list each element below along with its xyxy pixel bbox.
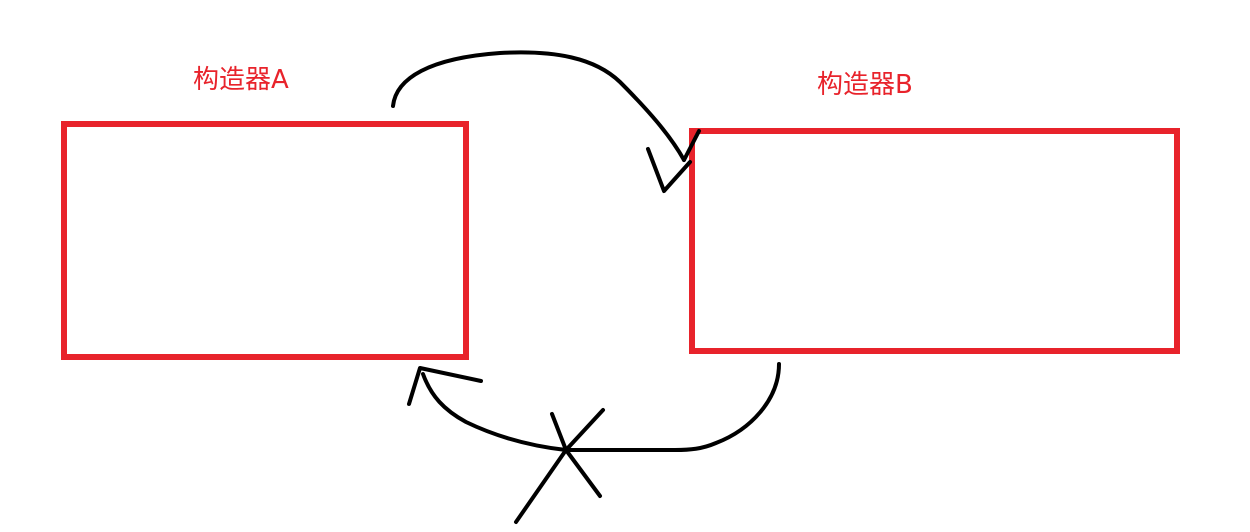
arrowhead-a-to-b — [646, 147, 692, 193]
cross-mark-stroke-2 — [550, 412, 602, 498]
arrow-b-to-a — [421, 362, 781, 452]
node-b-label: 构造器B — [817, 70, 913, 100]
arrowhead-a-to-b-tip-extension — [682, 129, 701, 162]
cross-mark-stroke-1 — [514, 408, 605, 524]
node-a-label: 构造器A — [193, 65, 289, 95]
arrowhead-b-to-a — [407, 366, 483, 406]
node-b-box — [689, 128, 1180, 354]
node-a-box — [61, 121, 469, 360]
arrow-a-to-b — [391, 50, 686, 162]
